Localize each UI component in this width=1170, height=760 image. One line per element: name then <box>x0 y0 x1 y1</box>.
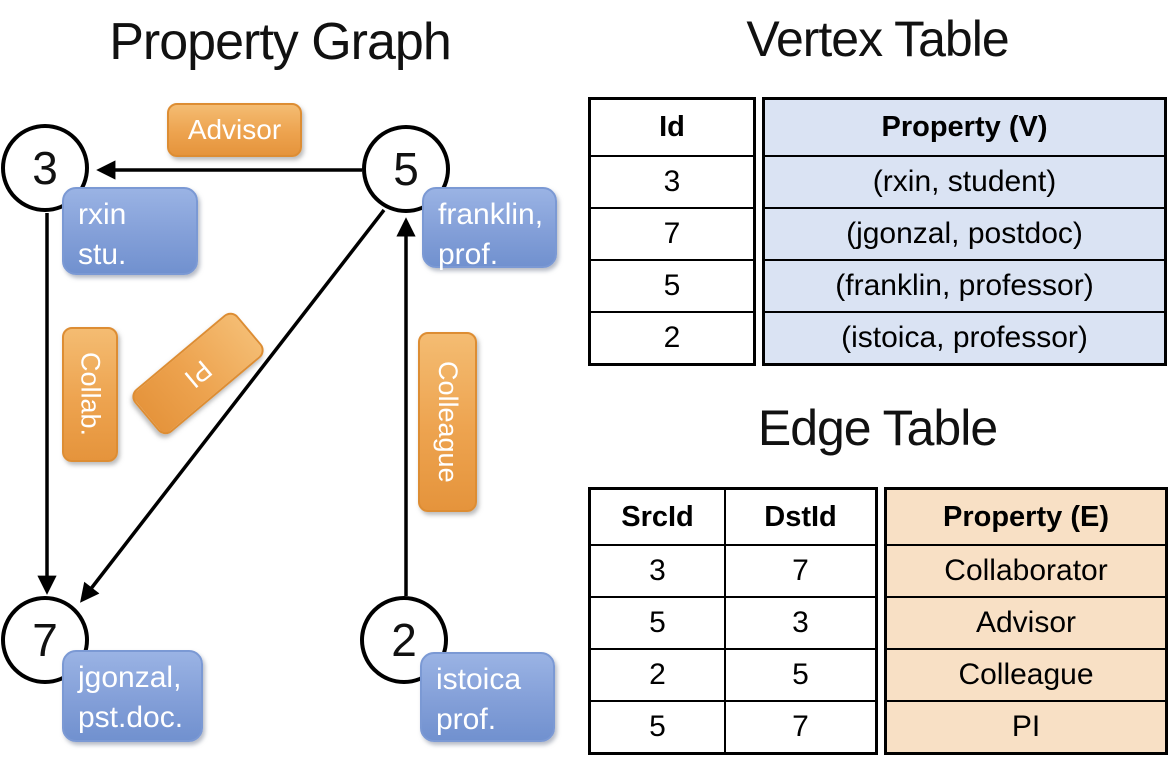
vertex-table-title: Vertex Table <box>746 11 1009 67</box>
edge-label-box-advisor: Advisor <box>167 103 302 157</box>
edge-table-property-cell: Collaborator <box>884 544 1168 598</box>
edge-table-property-cell: Colleague <box>884 648 1168 702</box>
edge-label: PI <box>178 354 218 394</box>
vertex-table-header-id: Id <box>588 97 756 157</box>
vertex-table-property-cell: (franklin, professor) <box>762 259 1167 313</box>
edge-table-dstid-cell: 7 <box>724 700 878 755</box>
vertex-table-property-cell: (jgonzal, postdoc) <box>762 207 1167 261</box>
edge-table-header-dstid: DstId <box>724 487 878 546</box>
vertex-table-id-cell: 7 <box>588 207 756 261</box>
edge-table-srcid-cell: 3 <box>588 544 726 598</box>
edge-label: Collab. <box>75 352 106 437</box>
vertex-name: franklin, <box>438 198 544 231</box>
edge-table-header-property: Property (E) <box>884 487 1168 546</box>
edge-label-box-collab: Collab. <box>62 327 118 462</box>
vertex-property-box-jgonzal: jgonzal, pst.doc. <box>62 650 203 742</box>
vertex-role: prof. <box>436 702 497 736</box>
vertex-name: jgonzal, <box>78 661 182 694</box>
edge-table-title: Edge Table <box>757 400 998 456</box>
vertex-table: Id 3 7 5 2 Property (V) (rxin, student) … <box>588 97 1167 366</box>
edge-table: SrcId DstId 3 7 5 3 2 5 5 7 Property (E)… <box>588 487 1168 755</box>
vertex-table-id-cell: 2 <box>588 311 756 366</box>
vertex-table-id-cell: 3 <box>588 155 756 209</box>
edge-table-id-columns: SrcId DstId 3 7 5 3 2 5 5 7 <box>588 487 878 755</box>
edge-label-box-colleague: Colleague <box>418 332 477 512</box>
vertex-role: stu. <box>78 237 127 271</box>
property-graph-title: Property Graph <box>109 13 452 71</box>
vertex-name: rxin <box>78 198 127 231</box>
vertex-table-property-column: Property (V) (rxin, student) (jgonzal, p… <box>762 97 1167 366</box>
graph-edges-layer <box>37 160 416 603</box>
edge-label: Colleague <box>433 361 463 483</box>
vertex-id-label: 5 <box>393 143 419 195</box>
edge-table-dstid-cell: 3 <box>724 596 878 650</box>
edge-table-dstid-cell: 5 <box>724 648 878 702</box>
edge-label: Advisor <box>187 114 282 145</box>
vertex-role: prof. <box>438 237 499 271</box>
vertex-circle-2: 2 <box>360 596 448 684</box>
vertex-property-box-rxin: rxin stu. <box>62 187 198 275</box>
edge-table-srcid-cell: 5 <box>588 596 726 650</box>
vertex-table-id-cell: 5 <box>588 259 756 313</box>
vertex-property-box-istoica: istoica prof. <box>420 652 555 742</box>
edge-table-header-srcid: SrcId <box>588 487 726 546</box>
edge-table-property-column: Property (E) Collaborator Advisor Collea… <box>884 487 1168 755</box>
edge-table-property-cell: Advisor <box>884 596 1168 650</box>
vertex-table-header-property: Property (V) <box>762 97 1167 157</box>
edge-table-srcid-cell: 5 <box>588 700 726 755</box>
edge-pi-arrow-5-to-7 <box>80 208 386 603</box>
vertex-id-label: 3 <box>32 142 58 194</box>
vertex-table-property-cell: (istoica, professor) <box>762 311 1167 366</box>
edge-table-srcid-cell: 2 <box>588 648 726 702</box>
vertex-property-box-franklin: franklin, prof. <box>422 187 557 271</box>
vertex-id-label: 2 <box>391 614 417 666</box>
vertex-role: pst.doc. <box>78 700 184 734</box>
vertex-name: istoica <box>436 663 522 696</box>
edge-table-property-cell: PI <box>884 700 1168 755</box>
vertex-table-id-column: Id 3 7 5 2 <box>588 97 756 366</box>
vertex-table-property-cell: (rxin, student) <box>762 155 1167 209</box>
vertex-id-label: 7 <box>32 614 58 666</box>
edge-table-dstid-cell: 7 <box>724 544 878 598</box>
vertex-circle-5: 5 <box>362 125 450 213</box>
